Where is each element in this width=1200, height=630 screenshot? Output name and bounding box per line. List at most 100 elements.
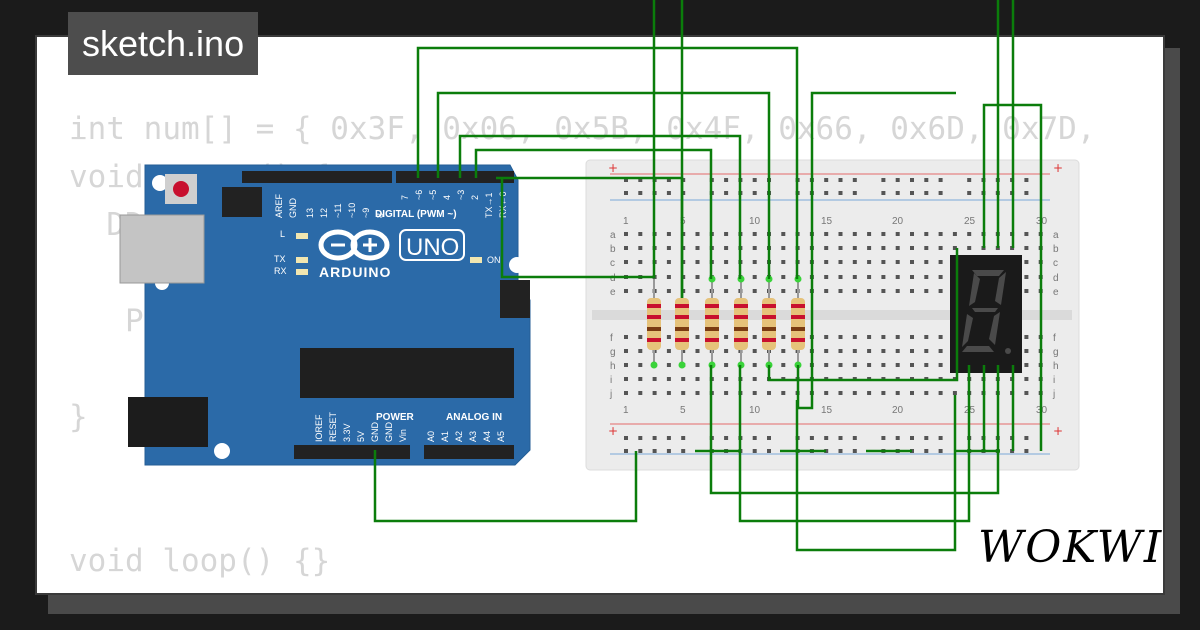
rail-hole	[666, 191, 671, 195]
breadboard-hole	[1024, 289, 1029, 293]
breadboard-hole	[695, 289, 700, 293]
seven-segment-display[interactable]	[950, 255, 1022, 373]
rail-hole	[752, 191, 757, 195]
breadboard-hole	[724, 391, 729, 395]
row-letter: i	[1053, 375, 1055, 386]
breadboard-hole	[867, 289, 872, 293]
breadboard-hole	[638, 232, 643, 236]
breadboard-hole	[867, 246, 872, 250]
rail-hole	[624, 178, 628, 182]
breadboard-hole	[910, 232, 914, 236]
analog-pin-label: A1	[440, 431, 450, 442]
breadboard-hole	[695, 232, 700, 236]
arduino-uno[interactable]: AREF GND 13 12 ~11 ~10 ~9 8 7 ~6 ~5 4 ~3…	[119, 164, 531, 466]
rail-hole	[924, 191, 929, 195]
breadboard-hole	[666, 391, 671, 395]
breadboard-hole	[938, 232, 943, 236]
breadboard-hole	[938, 246, 943, 250]
rail-hole	[681, 436, 686, 440]
breadboard-hole	[895, 335, 900, 339]
led-tx-label: TX	[274, 254, 286, 264]
wire	[373, 450, 638, 523]
power-pin-label: GND	[384, 422, 394, 443]
breadboard-hole	[781, 349, 786, 353]
rail-hole	[752, 449, 757, 453]
power-pin-label: GND	[370, 422, 380, 443]
row-letter: a	[610, 230, 616, 241]
reset-button[interactable]	[173, 181, 189, 197]
breadboard-hole	[1024, 260, 1029, 264]
breadboard-hole	[695, 377, 700, 381]
breadboard-hole	[895, 391, 900, 395]
breadboard-hole	[752, 349, 757, 353]
rail-hole	[666, 436, 671, 440]
breadboard-hole	[1024, 246, 1029, 250]
rail-hole	[624, 436, 628, 440]
breadboard-hole	[695, 246, 700, 250]
row-letter: e	[610, 287, 616, 298]
resistor	[675, 298, 689, 350]
digital-label: DIGITAL (PWM ~)	[375, 209, 457, 220]
breadboard-hole	[838, 275, 843, 279]
resistor-band	[675, 315, 689, 319]
breadboard-hole	[910, 349, 914, 353]
rail-hole	[838, 191, 843, 195]
breadboard-hole	[881, 289, 886, 293]
rail-hole	[666, 449, 671, 453]
breadboard-hole	[824, 335, 829, 339]
row-letter: h	[610, 361, 616, 372]
pin-label: GND	[288, 198, 298, 219]
code-line: void loop() {}	[69, 543, 331, 579]
led-rx-label: RX	[274, 266, 287, 276]
breadboard-hole	[924, 260, 929, 264]
breadboard-hole	[724, 363, 729, 367]
mount-hole	[214, 443, 230, 459]
breadboard-hole	[752, 335, 757, 339]
rail-hole	[852, 436, 857, 440]
column-number: 1	[623, 216, 629, 227]
breadboard-hole	[924, 335, 929, 339]
rail-hole	[824, 191, 829, 195]
file-tab[interactable]: sketch.ino	[68, 12, 259, 75]
rail-hole	[624, 449, 628, 453]
wire	[796, 91, 956, 410]
row-letter: g	[1053, 347, 1059, 358]
rail-hole	[638, 436, 643, 440]
digital-header-low	[396, 171, 514, 183]
breadboard-hole	[652, 377, 657, 381]
breadboard-hole	[867, 349, 872, 353]
resistor-band	[762, 304, 776, 308]
pin-label: ~9	[361, 208, 371, 218]
resistor	[705, 298, 719, 350]
rail-hole	[895, 191, 900, 195]
breadboard-hole	[852, 349, 857, 353]
breadboard-hole	[638, 335, 643, 339]
breadboard-hole	[752, 377, 757, 381]
led-on-label: ON	[487, 255, 501, 265]
row-letter: b	[1053, 244, 1059, 255]
breadboard-hole	[910, 289, 914, 293]
breadboard-hole	[852, 289, 857, 293]
resistor-band	[675, 327, 689, 331]
rail-hole	[924, 436, 929, 440]
wire	[709, 365, 1000, 495]
led-on	[470, 257, 482, 263]
breadboard: + + + + 1 5 10 15 20 25 30 1 5 10 15 20 …	[585, 159, 1080, 471]
resistor-band	[734, 327, 748, 331]
pin-label: ~11	[333, 203, 343, 218]
arduino-label: ARDUINO	[319, 264, 391, 280]
pin-label: 2	[470, 195, 480, 200]
breadboard-hole	[724, 232, 729, 236]
breadboard-hole	[852, 260, 857, 264]
breadboard-hole	[967, 232, 972, 236]
breadboard-hole	[666, 260, 671, 264]
resistor-band	[647, 315, 661, 319]
resistor	[647, 298, 661, 350]
resistor-band	[647, 304, 661, 308]
wire	[474, 148, 713, 279]
atmega-chip	[300, 348, 514, 398]
rail-hole	[638, 191, 643, 195]
breadboard-hole	[824, 349, 829, 353]
breadboard-hole	[666, 363, 671, 367]
resistor-band	[705, 315, 719, 319]
